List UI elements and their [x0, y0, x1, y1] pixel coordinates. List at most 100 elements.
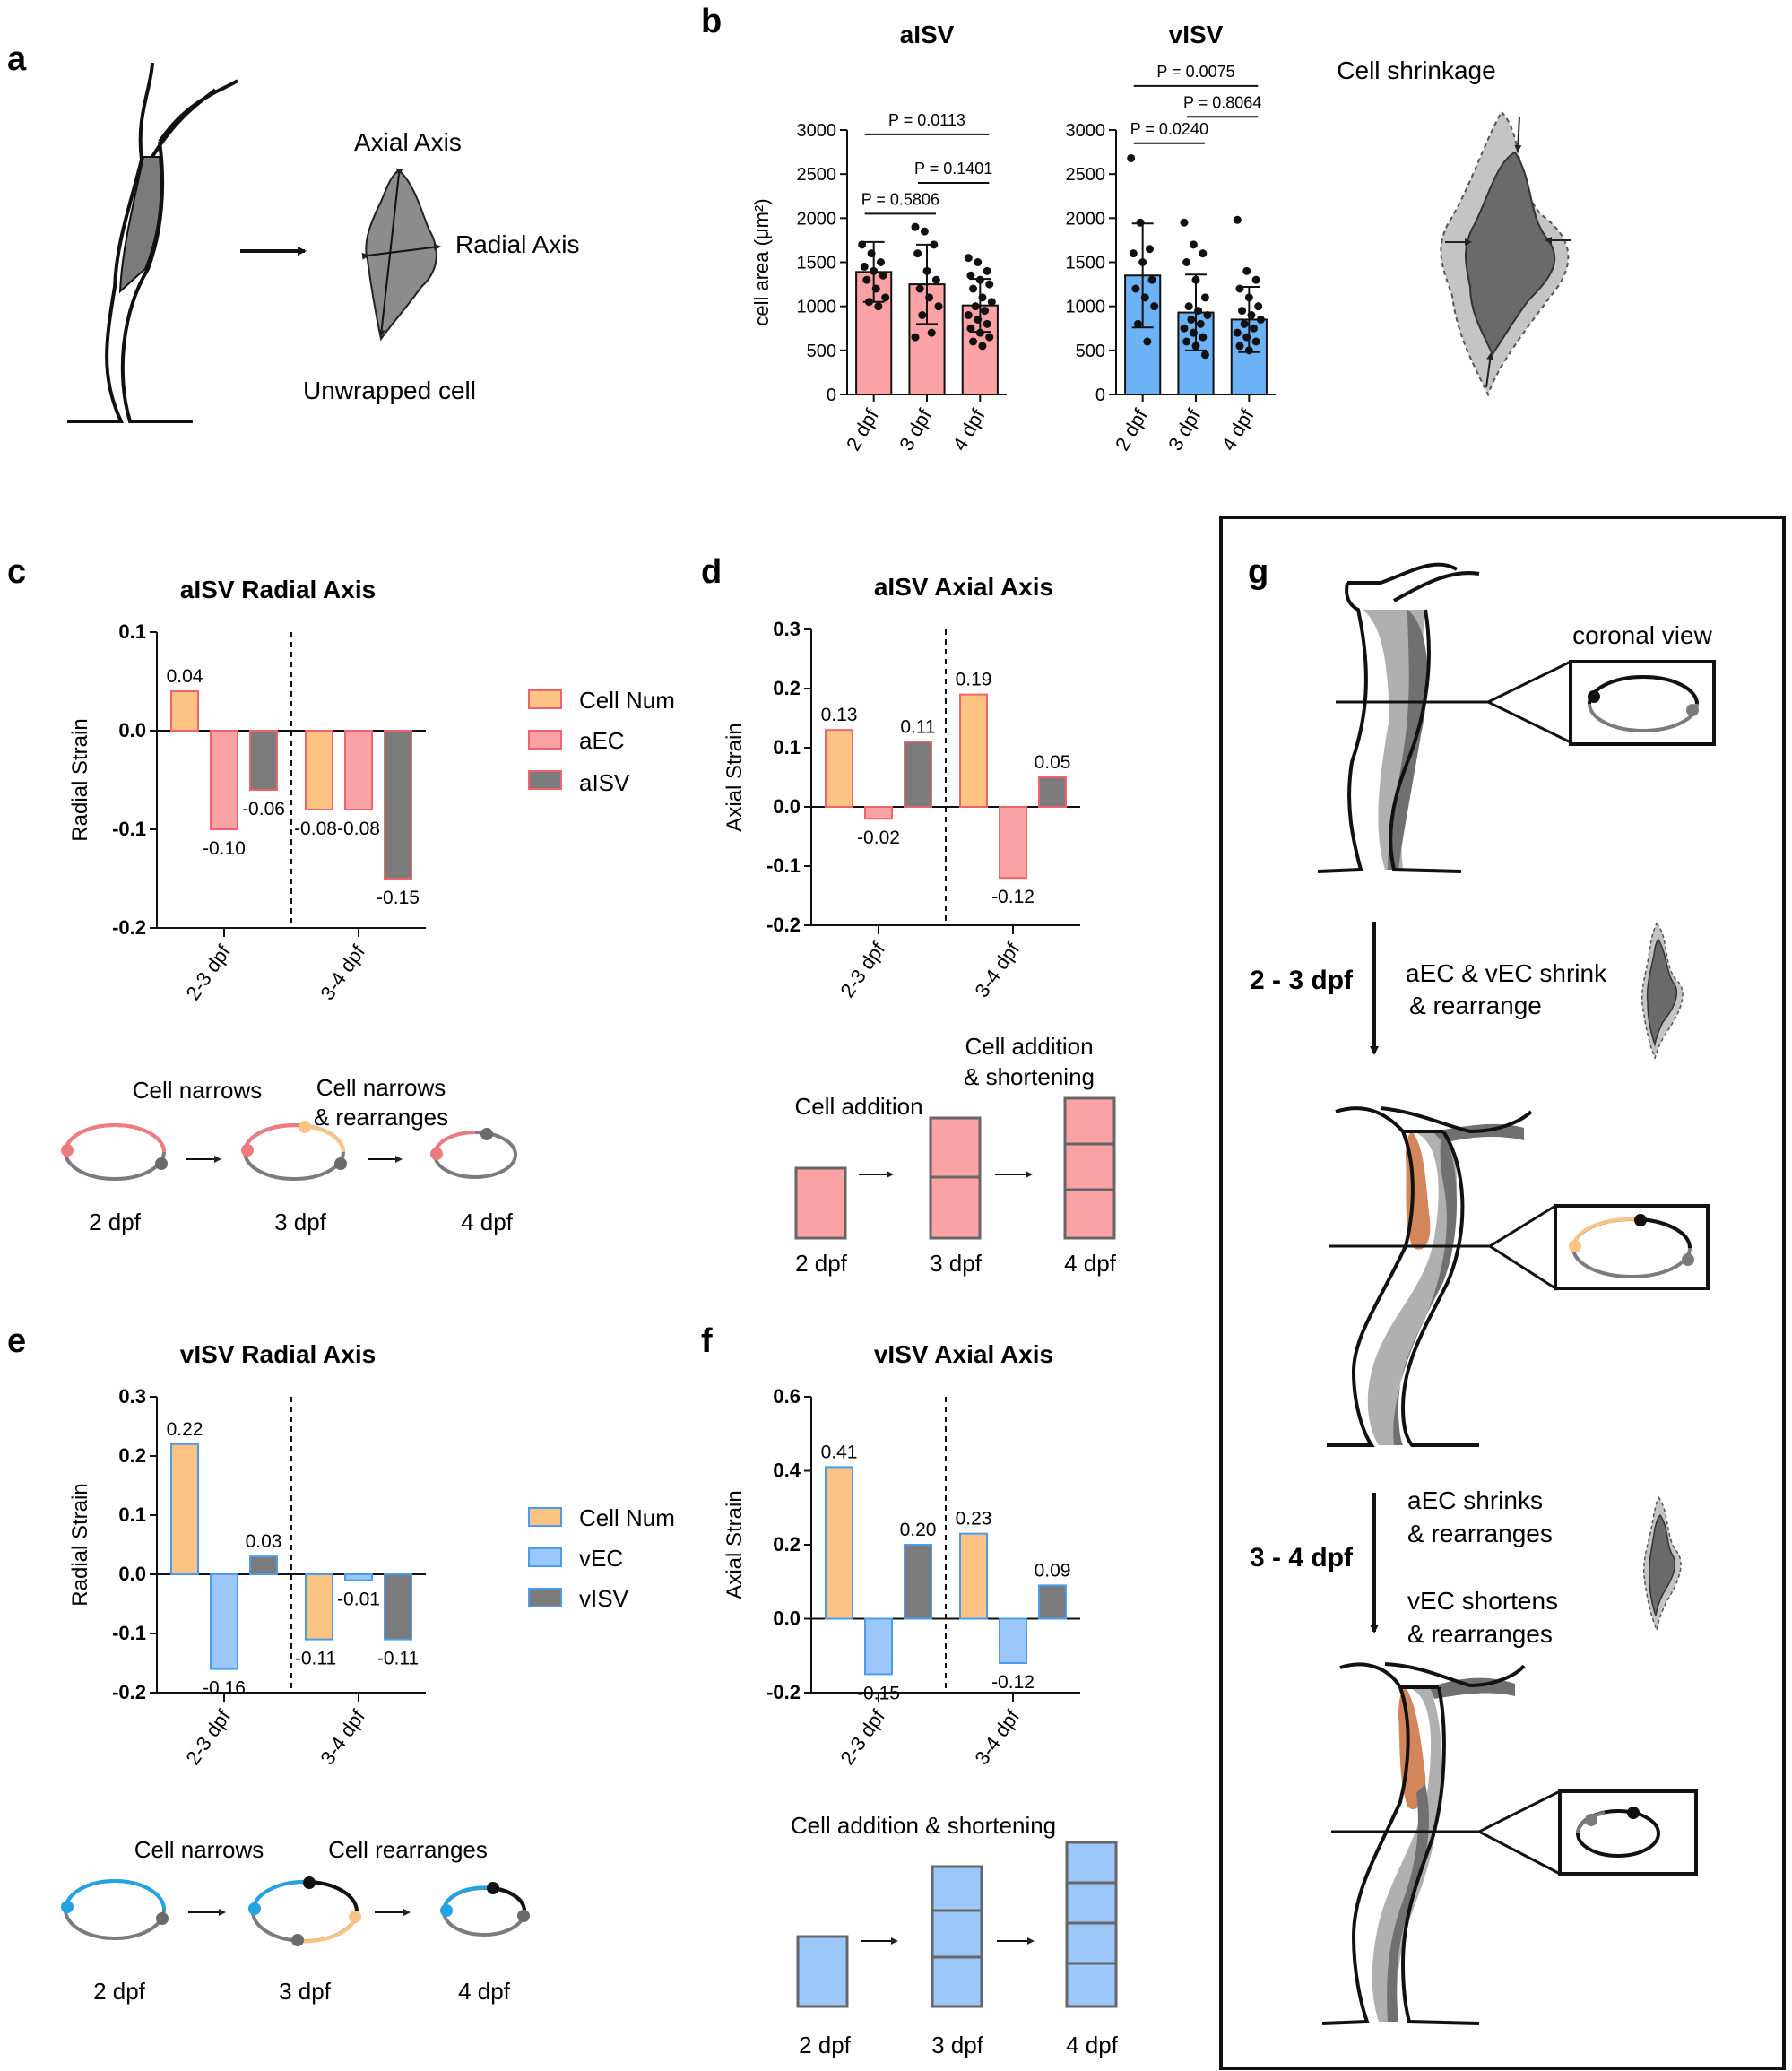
legend-e-swatch-visv — [528, 1588, 562, 1607]
legend-e-visv: vISV — [579, 1585, 629, 1612]
chart-e-ytick-label: -0.2 — [112, 1681, 146, 1703]
chart-b2-point — [1131, 284, 1140, 293]
schematic-c-4dpf: 4 dpf — [461, 1209, 514, 1235]
panel-g-stage1-desc-a: aEC & vEC shrink — [1406, 959, 1607, 987]
shrink-arrow-bottom — [1485, 352, 1494, 388]
chart-c-data-label: -0.06 — [242, 799, 285, 819]
legend-c-swatch-cellnum — [528, 689, 562, 709]
schematic-c-step1: Cell narrows — [133, 1077, 263, 1104]
chart-b1-ytick-label: 1500 — [797, 254, 837, 273]
legend-c: Cell Num aEC — [528, 687, 675, 754]
chart-e-ytick-label: -0.1 — [112, 1622, 146, 1644]
chart-b2-pvalue-label: P = 0.0240 — [1130, 120, 1208, 138]
chart-e-bar — [170, 1443, 199, 1576]
legend-e: Cell Num vEC vISV — [528, 1504, 675, 1612]
chart-b2-xtick-label: 3 dpf — [1164, 404, 1206, 455]
chart-b1-point — [920, 227, 929, 236]
schematic-f-3dpf: 3 dpf — [931, 2032, 984, 2058]
legend-e-swatch-cellnum — [528, 1507, 562, 1527]
schematic-f-title: Cell addition & shortening — [791, 1812, 1056, 1839]
legend-c-swatch-aec — [528, 730, 562, 750]
chart-b2-ytick-label: 1000 — [1066, 298, 1106, 317]
chart-b2-point — [1194, 307, 1203, 316]
chart-b1-point — [881, 293, 890, 302]
chart-b1-point — [969, 337, 978, 346]
chart-f-data-label: -0.15 — [857, 1683, 900, 1703]
chart-b2-point — [1145, 245, 1154, 254]
chart-b1-point — [931, 275, 940, 284]
chart-b2-point — [1244, 346, 1253, 355]
chart-b2-point — [1200, 293, 1209, 302]
chart-c-bar — [305, 730, 333, 810]
chart-c-data-label: -0.08 — [337, 819, 380, 839]
chart-f-ytick-label: 0.6 — [773, 1385, 801, 1408]
chart-c-xtick-label: 2-3 dpf — [181, 940, 235, 1004]
chart-b2-ytick-label: 1500 — [1066, 254, 1106, 273]
radial-axis-label: Radial Axis — [455, 230, 580, 258]
chart-b2-point — [1199, 249, 1208, 258]
chart-b1-point — [974, 315, 983, 324]
chart-b1-ytick-label: 3000 — [797, 121, 837, 141]
schematic-f-4dpf: 4 dpf — [1066, 2032, 1119, 2058]
chart-c-data-label: 0.04 — [167, 666, 203, 687]
chart-b2-pvalue-label: P = 0.0075 — [1156, 63, 1234, 81]
chart-b1-point — [871, 284, 880, 293]
schematic-d-step2b: & shortening — [964, 1063, 1095, 1090]
chart-d-xtick-label: 2-3 dpf — [835, 938, 889, 1001]
panel-g-frame — [1219, 516, 1786, 2070]
chart-e-data-label: -0.16 — [203, 1678, 246, 1699]
chart-f-bar — [959, 1532, 988, 1620]
chart-b1-xtick-label: 3 dpf — [895, 404, 937, 455]
chart-d-aisv-axial: aISV Axial Axis0.30.20.10.0-0.1-0.2Axial… — [723, 573, 1080, 1001]
chart-d-data-label: -0.12 — [991, 887, 1035, 907]
chart-b1-point — [874, 302, 883, 311]
chart-b2-xtick-label: 2 dpf — [1111, 404, 1153, 455]
panel-label-a: a — [7, 40, 27, 78]
chart-b2-point — [1244, 293, 1253, 302]
chart-b1-point — [879, 271, 887, 280]
chart-b2-point — [1233, 328, 1242, 337]
chart-b1-ytick-label: 2500 — [797, 165, 837, 185]
chart-e-ytick-label: 0.3 — [118, 1385, 146, 1408]
legend-c-aisv-entry-last: aISV — [528, 769, 630, 796]
schematic-d-step2a: Cell addition — [965, 1033, 1093, 1060]
chart-b1-point — [964, 311, 973, 319]
chart-b1-ytick-label: 0 — [827, 386, 836, 405]
chart-b1-point — [966, 324, 975, 333]
chart-c-ylabel: Radial Strain — [68, 718, 92, 841]
chart-f-data-label: 0.23 — [956, 1509, 992, 1529]
panel-g-zoom-1 — [1485, 659, 1572, 745]
chart-b2-point — [1203, 311, 1212, 319]
chart-b2-point — [1251, 337, 1260, 346]
chart-b1-point — [981, 307, 990, 316]
chart-b1-ytick-label: 2000 — [797, 209, 837, 229]
chart-b2-point — [1251, 275, 1260, 284]
chart-b2-point — [1147, 275, 1156, 284]
chart-c-bar — [210, 730, 238, 830]
chart-c-data-label: -0.08 — [294, 819, 337, 839]
chart-d-ytick-label: -0.1 — [766, 854, 801, 877]
panel-g-stage2-desc-d: & rearranges — [1407, 1620, 1553, 1648]
schematic-f-2dpf: 2 dpf — [799, 2032, 852, 2058]
legend-c-swatch-aisv — [528, 770, 562, 790]
chart-d-ytick-label: 0.3 — [773, 618, 801, 640]
chart-b1-xtick-label: 2 dpf — [842, 404, 884, 455]
chart-f-xtick-label: 2-3 dpf — [835, 1705, 889, 1769]
chart-d-data-label: -0.02 — [857, 828, 900, 848]
chart-d-bar — [999, 806, 1027, 880]
chart-b2-point — [1191, 342, 1200, 351]
chart-d-ytick-label: 0.0 — [773, 795, 801, 818]
chart-b1-point — [985, 333, 994, 342]
panel-g-coronal-box-3 — [1558, 1789, 1698, 1876]
schematic-d-3dpf: 3 dpf — [930, 1250, 983, 1277]
chart-d-bar — [864, 806, 893, 820]
chart-f-ytick-label: 0.2 — [773, 1533, 801, 1555]
chart-d-bar — [825, 729, 853, 809]
schematic-c: Cell narrows Cell narrows & rearranges 2… — [61, 1074, 517, 1235]
schematic-c-3dpf: 3 dpf — [274, 1209, 327, 1235]
